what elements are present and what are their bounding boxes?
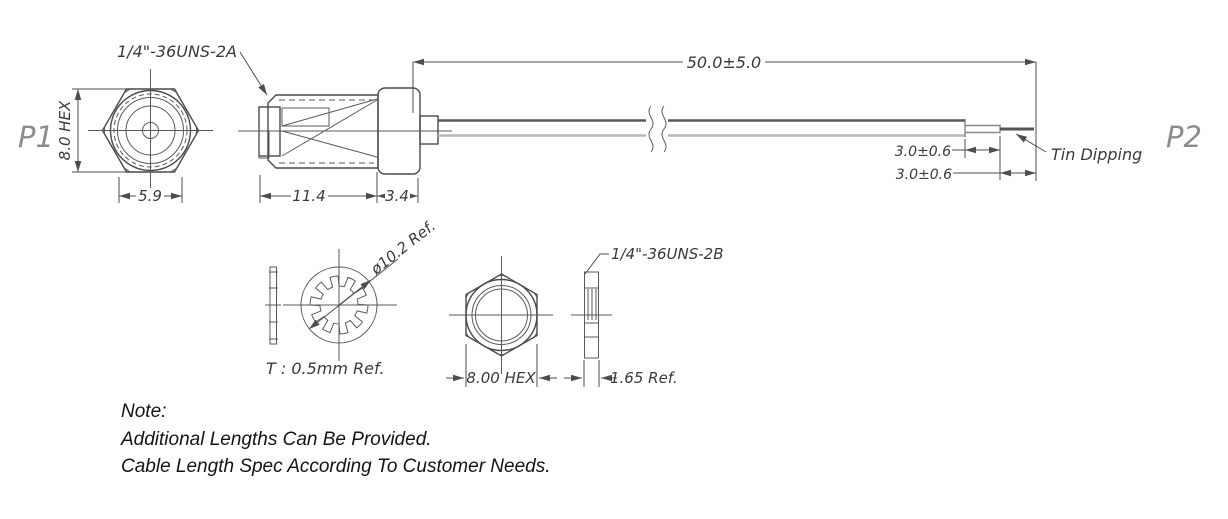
nut-across-flats-text: 8.00 HEX [466,369,536,387]
p1-side-view [238,87,452,175]
front-width-text: 5.9 [138,187,162,205]
dim-cable-length: 50.0±5.0 [412,53,1037,181]
washer-thickness-text: T : 0.5mm Ref. [266,359,384,378]
side-diagonal-3 [281,99,378,157]
dim-body-length: 11.4 3.4 [259,172,419,205]
thread-callout-plug: 1/4"-36UNS-2A [117,42,268,96]
hex-nut-front-view [449,256,553,374]
washer-od-text: ø10.2 Ref. [367,217,439,279]
hex-across-flats-text: 8.0 HEX [56,100,74,160]
thread-nut-text: 1/4"-36UNS-2B [611,245,724,263]
p2-label: P2 [1166,120,1202,154]
cable-end [965,124,1034,134]
lock-washer-front-view: ø10.2 Ref. T : 0.5mm Ref. [266,217,439,378]
side-mating-step [258,130,270,159]
dim-nut-across-flats: 8.00 HEX [446,344,557,387]
coax-cable [438,105,966,153]
cable-length-text: 50.0±5.0 [687,53,761,72]
note-block: Note: Additional Lengths Can Be Provided… [120,401,551,477]
dim-hex-across-flats: 8.0 HEX [56,88,126,173]
p1-front-view [88,69,213,191]
side-thread-hatch [281,107,330,127]
side-diagonal-1 [281,98,378,127]
body-length-text: 11.4 [292,187,325,205]
hex-thickness-text: 3.4 [385,187,409,205]
thread-plug-text: 1/4"-36UNS-2A [117,42,237,61]
dim-front-width: 5.9 [118,177,183,205]
note-line-2: Cable Length Spec According To Customer … [121,456,551,477]
side-cable-ferrule [419,115,439,145]
nut-side-hatch [584,271,599,289]
tin-dipping-text: Tin Dipping [1051,145,1142,164]
strip-inner-text: 3.0±0.6 [896,167,952,183]
dim-strip-lengths: 3.0±0.6 3.0±0.6 [895,136,1036,183]
hex-nut-side-view [571,271,612,359]
side-diagonal-2 [281,130,378,158]
dim-nut-thickness: 1.65 Ref. [564,360,678,387]
strip-outer-text: 3.0±0.6 [895,144,951,160]
nut-thickness-text: 1.65 Ref. [610,369,678,387]
p1-label: P1 [18,120,54,154]
cable-break-symbol-2 [661,105,667,153]
cable-break-symbol [648,105,654,153]
note-line-1: Additional Lengths Can Be Provided. [120,429,432,450]
note-title: Note: [121,401,166,422]
tin-dipping-callout: Tin Dipping [1015,133,1142,164]
lock-washer-side-view [265,266,281,345]
thread-callout-nut: 1/4"-36UNS-2B [584,245,724,275]
